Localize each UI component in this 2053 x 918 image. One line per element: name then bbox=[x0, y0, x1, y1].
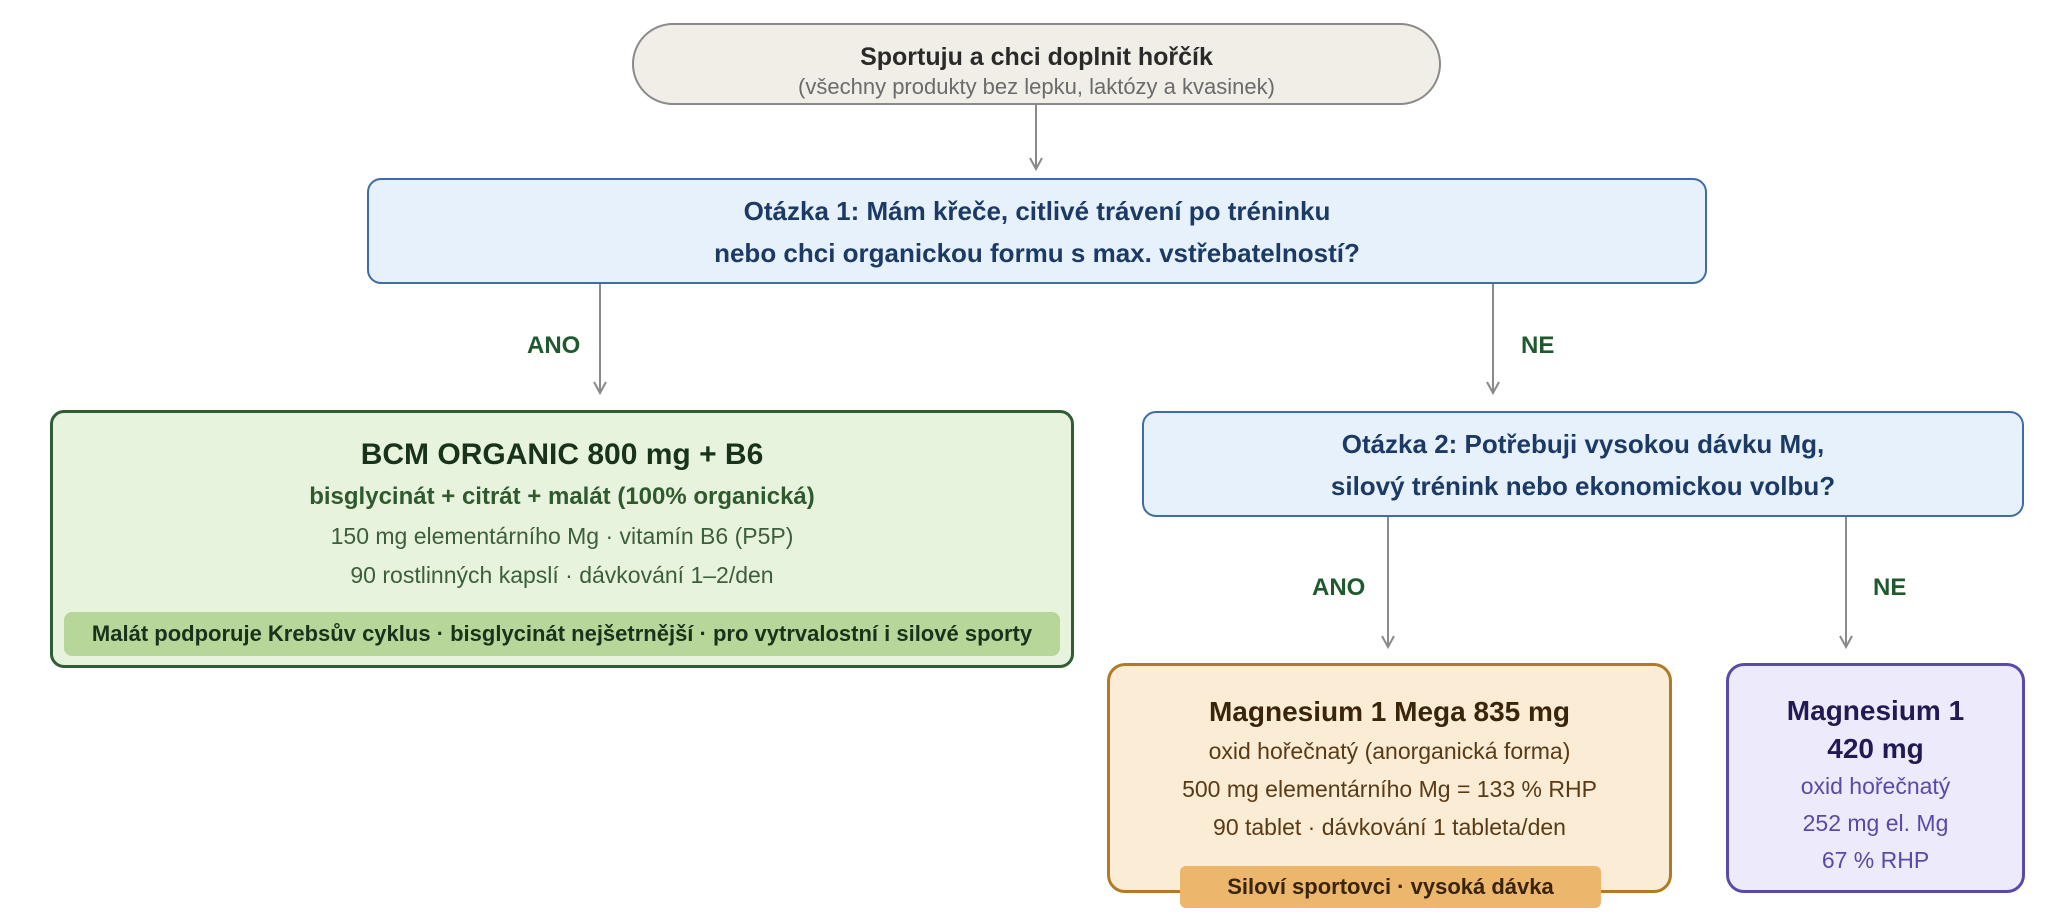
question-1-line-1: Otázka 1: Mám křeče, citlivé trávení po … bbox=[743, 196, 1331, 226]
mg420-name-1: Magnesium 1 bbox=[1786, 695, 1965, 726]
mg420-info-1: 252 mg el. Mg bbox=[1802, 810, 1949, 836]
mega-name: Magnesium 1 Mega 835 mg bbox=[1208, 696, 1570, 727]
product-magnesium-mega: Magnesium 1 Mega 835 mg oxid hořečnatý (… bbox=[1107, 663, 1672, 908]
arrow-q2-no-head bbox=[1839, 635, 1853, 650]
product-bcm-organic: BCM ORGANIC 800 mg + B6 bisglycinát + ci… bbox=[50, 410, 1074, 668]
arrow-start-to-q1-head bbox=[1029, 157, 1043, 172]
branch-label-q2-no: NE bbox=[1873, 574, 1907, 601]
bcm-note: Malát podporuje Krebsův cyklus · bisglyc… bbox=[64, 612, 1060, 656]
branch-label-q2-yes: ANO bbox=[1312, 574, 1366, 601]
product-magnesium-420: Magnesium 1 420 mg oxid hořečnatý 252 mg… bbox=[1726, 663, 2025, 893]
arrow-q2-yes-head bbox=[1381, 635, 1395, 650]
question-1-node: Otázka 1: Mám křeče, citlivé trávení po … bbox=[367, 178, 1707, 284]
mg420-name-2: 420 mg bbox=[1827, 733, 1924, 764]
bcm-info-1: 150 mg elementárního Mg · vitamín B6 (P5… bbox=[330, 523, 794, 549]
start-title: Sportuju a chci doplnit hořčík bbox=[860, 43, 1213, 71]
question-1-line-2: nebo chci organickou formu s max. vstřeb… bbox=[714, 238, 1360, 268]
branch-label-q1-no: NE bbox=[1521, 332, 1555, 359]
arrow-q1-yes-head bbox=[593, 381, 607, 396]
bcm-info-2: 90 rostlinných kapslí · dávkování 1–2/de… bbox=[350, 562, 774, 588]
bcm-name: BCM ORGANIC 800 mg + B6 bbox=[360, 438, 764, 471]
mg420-form: oxid hořečnatý bbox=[1800, 773, 1951, 799]
start-node: Sportuju a chci doplnit hořčík (všechny … bbox=[632, 23, 1441, 105]
mega-info-1: 500 mg elementárního Mg = 133 % RHP bbox=[1182, 776, 1597, 802]
question-2-line-1: Otázka 2: Potřebuji vysokou dávku Mg, bbox=[1341, 429, 1825, 459]
start-subtitle: (všechny produkty bez lepku, laktózy a k… bbox=[798, 74, 1275, 99]
mg420-info-2: 67 % RHP bbox=[1821, 847, 1930, 873]
mega-note: Siloví sportovci · vysoká dávka bbox=[1180, 866, 1601, 908]
question-2-node: Otázka 2: Potřebuji vysokou dávku Mg, si… bbox=[1142, 411, 2024, 517]
bcm-form: bisglycinát + citrát + malát (100% organ… bbox=[309, 483, 815, 510]
mega-info-2: 90 tablet · dávkování 1 tableta/den bbox=[1213, 814, 1566, 840]
branch-label-q1-yes: ANO bbox=[527, 332, 581, 359]
arrow-q1-no-head bbox=[1486, 381, 1500, 396]
question-2-line-2: silový trénink nebo ekonomickou volbu? bbox=[1330, 471, 1836, 501]
mega-form: oxid hořečnatý (anorganická forma) bbox=[1208, 738, 1571, 764]
